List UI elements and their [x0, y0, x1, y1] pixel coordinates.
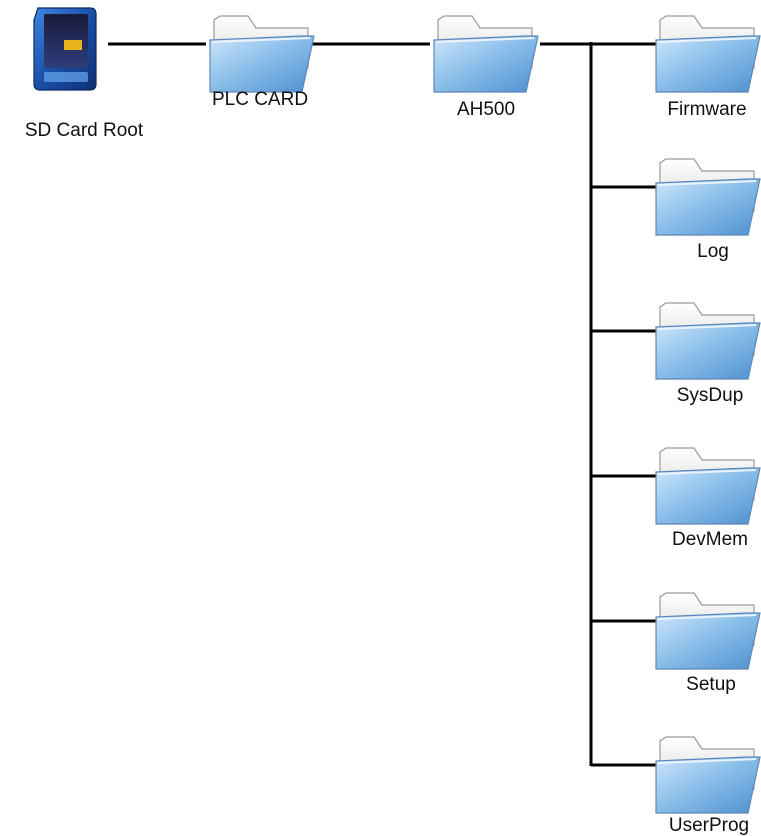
folder-icon-userprog	[655, 736, 761, 814]
connector-lines	[108, 42, 656, 767]
label-firmware: Firmware	[667, 99, 747, 120]
folder-icon-log	[655, 158, 761, 236]
folder-icon-setup	[655, 592, 761, 670]
folder-icon-plc-card	[209, 15, 315, 93]
label-log: Log	[697, 241, 729, 262]
label-devmem: DevMem	[671, 529, 749, 550]
label-plc-card: PLC CARD	[211, 89, 309, 110]
label-sd-card-root: SD Card Root	[24, 120, 144, 141]
folder-icon-ah500	[433, 15, 539, 93]
label-ah500: AH500	[456, 99, 516, 120]
label-userprog: UserProg	[668, 815, 750, 836]
folder-icon-devmem	[655, 447, 761, 525]
folder-icon-sysdup	[655, 302, 761, 380]
label-setup: Setup	[686, 674, 736, 695]
folder-icon-firmware	[655, 15, 761, 93]
label-sysdup: SysDup	[676, 385, 744, 406]
sd-card-icon	[33, 7, 97, 91]
